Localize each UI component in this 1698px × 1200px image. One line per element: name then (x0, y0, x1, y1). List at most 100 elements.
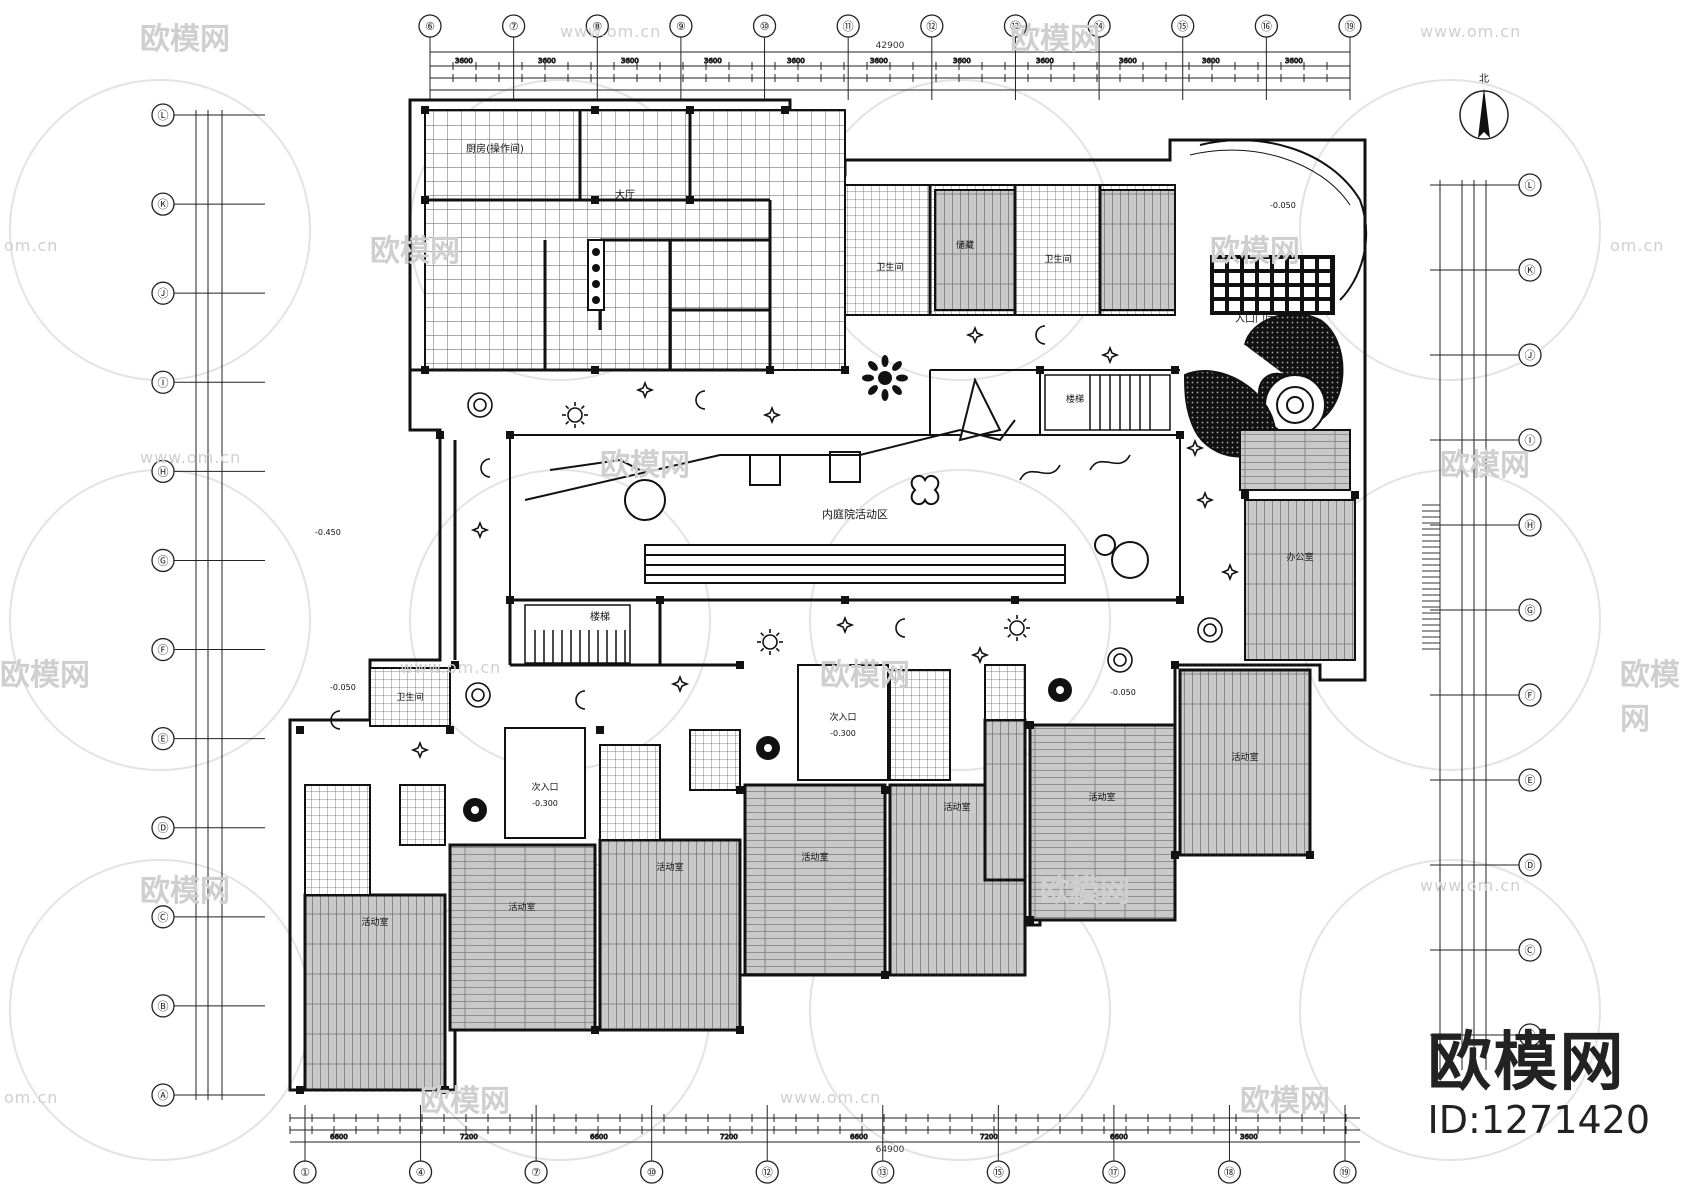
axis-bubble: Ⓙ (1430, 343, 1542, 367)
north-wood-room-2 (1099, 189, 1176, 311)
axis-label: Ⓔ (1525, 774, 1536, 787)
axis-label: ⑬ (1010, 20, 1021, 33)
axis-label: Ⓖ (158, 554, 169, 567)
axis-label: ⑮ (1177, 20, 1188, 33)
axis-label: Ⓕ (1525, 689, 1536, 702)
axis-label: Ⓒ (1525, 944, 1536, 957)
axis-label: Ⓗ (158, 465, 169, 478)
watermark-logo: 欧模网 (1040, 874, 1130, 909)
dimension-text: 6600 (1110, 1133, 1128, 1141)
axis-bubble: Ⓗ (1430, 513, 1542, 537)
axis-bubble: Ⓔ (151, 726, 265, 751)
classroom-label-4: 活动室 (801, 851, 828, 863)
east-corridor-floor (1244, 499, 1356, 661)
north-label: 北 (1479, 73, 1489, 85)
top-total-dimension: 42900 (876, 41, 905, 51)
west-toilet (369, 667, 451, 727)
room-label-toilet-west: 卫生间 (396, 691, 423, 703)
axis-label: ⑪ (843, 20, 854, 33)
axis-bubble: Ⓛ (1430, 173, 1542, 197)
dimension-text: 3600 (870, 57, 888, 65)
classroom-label-5: 活动室 (943, 801, 970, 813)
watermark-url: www.om.cn (1420, 22, 1522, 41)
axis-bubble: Ⓛ (151, 103, 265, 127)
axis-label: Ⓒ (158, 911, 169, 924)
watermark-logo: 欧模网 (140, 874, 230, 909)
watermark-logo: 欧模网 (140, 22, 230, 57)
dimension-text: 3600 (704, 57, 722, 65)
room-label-kitchen: 厨房(操作间) (466, 142, 524, 155)
axis-label: Ⓘ (1525, 434, 1536, 447)
watermark-logo: 欧模网 (1620, 658, 1680, 737)
axis-label: Ⓕ (158, 644, 169, 657)
watermark-logo: 欧模网 (1010, 22, 1100, 57)
axis-label: ⑦ (509, 20, 519, 33)
room-label-stair: 楼梯 (590, 610, 610, 623)
axis-label: Ⓑ (158, 1000, 169, 1013)
level-mid: -0.300 (830, 729, 856, 738)
axis-bubble: ① (293, 1105, 317, 1184)
axis-label: Ⓛ (1525, 179, 1536, 192)
axis-bubble: ⑮ (986, 1105, 1010, 1184)
axis-bubble: Ⓐ (151, 1083, 265, 1107)
watermark-url: www.om.cn (140, 448, 242, 467)
watermark-logo: 欧模网 (600, 448, 690, 483)
brand-name: 欧模网 (1427, 1026, 1626, 1100)
axis-bubble: ⑥ (418, 14, 442, 100)
axis-label: ④ (416, 1166, 426, 1179)
decoration-stars (330, 325, 1240, 760)
axis-label: ⑯ (1261, 20, 1272, 33)
level-outdoor: -0.450 (315, 528, 341, 537)
watermark-logo: 欧模网 (370, 234, 460, 269)
dimension-text: 3600 (455, 57, 473, 65)
main-stair (524, 604, 631, 664)
axis-bubble: ④ (408, 1105, 433, 1184)
axis-label: ⑧ (592, 20, 602, 33)
axis-label: ⑲ (1345, 20, 1356, 33)
watermark-url: www.om.cn (1420, 876, 1522, 895)
room-label-sec-entry-2: 次入口 (829, 711, 856, 723)
axis-label: Ⓓ (158, 822, 169, 835)
axis-bubble: Ⓕ (1430, 683, 1542, 707)
axis-label: Ⓗ (1525, 519, 1536, 532)
slide-structure (524, 377, 1016, 501)
north-stair (1044, 374, 1171, 431)
dimension-text: 6600 (850, 1133, 868, 1141)
dimension-text: 3600 (621, 57, 639, 65)
axis-bubble: ⑬ (871, 1105, 895, 1184)
axis-label: ⑲ (1340, 1166, 1351, 1179)
axis-bubble: Ⓒ (151, 905, 265, 929)
watermark-url: www.om.cn (780, 1088, 882, 1107)
flower-icon-1 (463, 798, 487, 822)
structural-columns (296, 106, 1359, 1094)
axis-bubble: ⑰ (1102, 1105, 1126, 1184)
axis-bubble: ⑲ (1338, 14, 1362, 100)
dimension-text: 3600 (538, 57, 556, 65)
axis-bubble: ⑦ (524, 1105, 548, 1184)
axis-label: Ⓙ (1525, 349, 1536, 362)
watermark-logo: 欧模网 (820, 658, 910, 693)
level-east: -0.050 (1110, 688, 1136, 697)
watermark-url: www.om.cn (400, 658, 502, 677)
axis-bubble: Ⓖ (151, 548, 265, 573)
axis-bubble: ⑱ (1217, 1105, 1242, 1184)
axis-bubble: Ⓖ (1430, 598, 1542, 622)
axis-bubble: ⑮ (1171, 14, 1195, 100)
flower-icon (910, 474, 940, 506)
classroom-label-2: 活动室 (508, 901, 535, 913)
dimension-text: 3600 (787, 57, 805, 65)
axis-label: ⑮ (993, 1166, 1004, 1179)
axis-bubble: ⑪ (836, 14, 860, 100)
axis-bubble: ⑬ (1003, 14, 1028, 100)
axis-label: ⑥ (425, 20, 435, 33)
axis-label: ⑭ (1094, 20, 1105, 33)
axis-bubble: Ⓒ (1430, 938, 1542, 962)
axis-bubble: Ⓔ (1430, 768, 1542, 792)
axis-label: ① (300, 1166, 310, 1179)
